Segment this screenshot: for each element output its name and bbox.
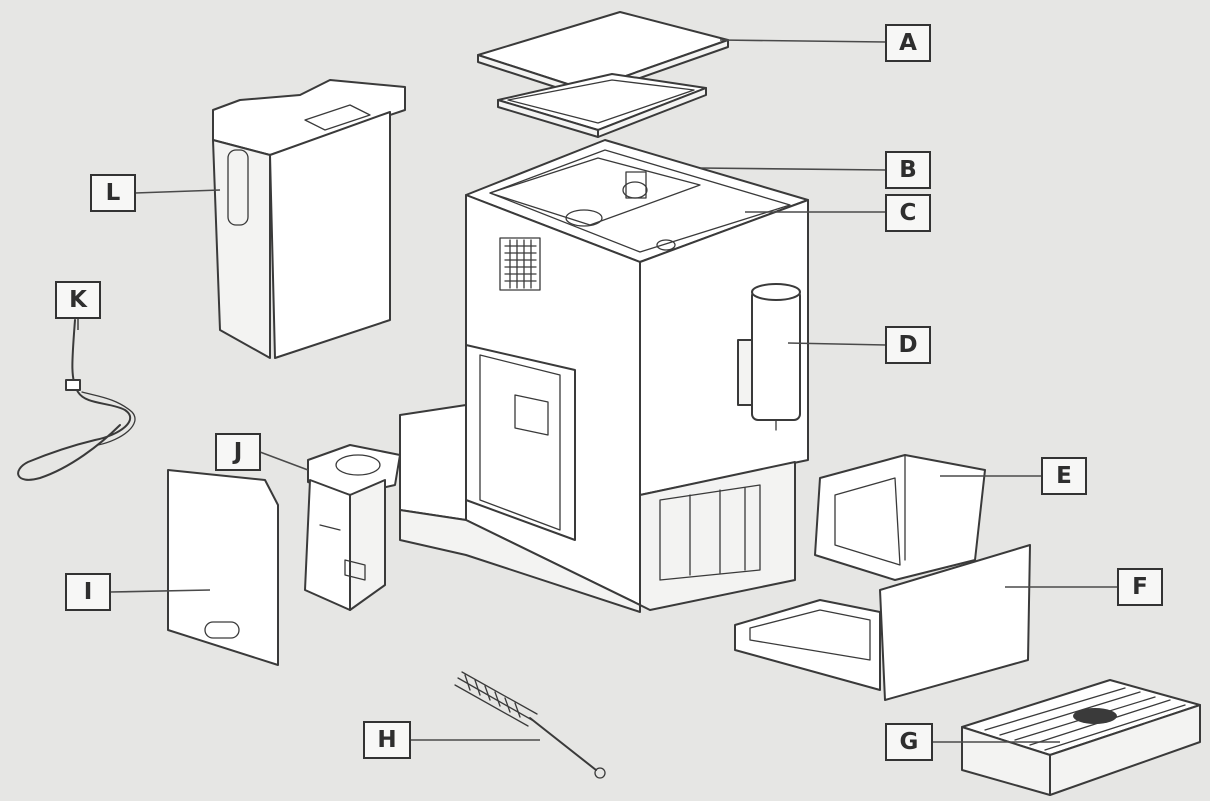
- label-g-text: G: [900, 729, 919, 755]
- label-l-text: L: [106, 180, 121, 206]
- label-a: A: [885, 24, 931, 62]
- label-d-text: D: [898, 332, 917, 358]
- part-k-power-cord: [17, 319, 136, 481]
- label-b-text: B: [899, 157, 917, 183]
- label-b: B: [885, 151, 931, 189]
- label-e: E: [1041, 457, 1087, 495]
- label-d: D: [885, 326, 931, 364]
- label-k-text: K: [69, 287, 88, 313]
- label-j: J: [215, 433, 261, 471]
- label-g: G: [885, 723, 933, 761]
- label-f: F: [1117, 568, 1163, 606]
- part-i-panel: [167, 469, 279, 666]
- label-e-text: E: [1056, 463, 1072, 489]
- part-a-lid: [477, 11, 729, 138]
- label-k: K: [55, 281, 101, 319]
- machine-body: [399, 139, 809, 613]
- part-j-brew-unit: [304, 444, 401, 611]
- part-h-brush: [454, 671, 606, 779]
- label-i: I: [65, 573, 111, 611]
- label-i-text: I: [84, 579, 93, 605]
- leader-lines: [77, 39, 1118, 743]
- part-g-grate: [961, 679, 1201, 796]
- label-h-text: H: [377, 727, 396, 753]
- part-e-container: [814, 454, 986, 581]
- label-c: C: [885, 194, 931, 232]
- label-h: H: [363, 721, 411, 759]
- label-c-text: C: [900, 200, 917, 226]
- part-d-cylinder: [737, 283, 801, 431]
- label-j-text: J: [232, 439, 243, 465]
- label-f-text: F: [1132, 574, 1148, 600]
- label-a-text: A: [899, 30, 917, 56]
- label-l: L: [90, 174, 136, 212]
- part-l-water-tank: [212, 79, 406, 359]
- part-f-drip-tray: [734, 544, 1031, 701]
